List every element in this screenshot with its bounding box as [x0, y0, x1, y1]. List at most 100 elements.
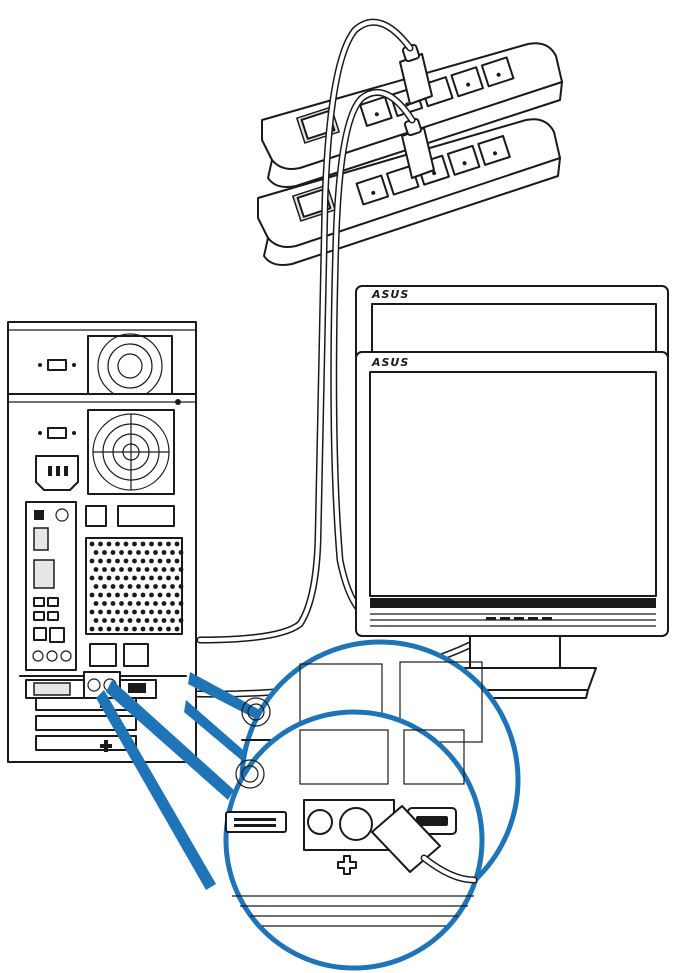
vent-hole: [140, 592, 146, 598]
power-cable-computer: [196, 18, 414, 644]
monitor-back-logo: ASUS: [371, 288, 409, 301]
vent-hole: [123, 541, 129, 547]
vent-hole: [157, 575, 163, 581]
vent-hole: [153, 584, 158, 589]
vent-hole: [102, 618, 107, 623]
vent-hole: [132, 575, 137, 581]
vent-hole: [102, 584, 107, 589]
vent-hole: [140, 558, 146, 564]
vent-hole: [178, 567, 184, 572]
vent-hole: [166, 609, 171, 615]
vent-hole: [136, 618, 141, 623]
vent-hole: [157, 558, 163, 564]
vent-hole: [149, 541, 154, 547]
vent-hole: [127, 601, 133, 606]
power-strip-back: [261, 42, 563, 188]
vent-hole: [136, 567, 141, 572]
vent-hole: [132, 592, 137, 598]
vent-hole: [136, 584, 141, 589]
vent-hole: [170, 601, 175, 606]
vent-hole: [140, 609, 146, 615]
monitor-cable-plug: [371, 805, 478, 884]
vent-hole: [119, 550, 124, 555]
vent-hole: [106, 575, 112, 581]
vent-hole: [106, 609, 112, 615]
vent-hole: [115, 626, 120, 632]
vent-hole: [166, 558, 171, 564]
psu-switch: [38, 427, 76, 439]
vent-hole: [157, 609, 163, 615]
zoom-callout-front: [96, 680, 485, 971]
vent-hole: [144, 618, 150, 623]
vent-hole: [98, 592, 103, 598]
zoom-detail: [225, 729, 474, 927]
vent-hole: [170, 550, 175, 555]
vent-hole: [136, 601, 141, 606]
vent-hole: [89, 575, 95, 581]
vent-hole: [153, 618, 158, 623]
vent-hole: [89, 609, 95, 615]
vent-hole: [140, 541, 146, 547]
vent-hole: [144, 584, 150, 589]
vent-hole: [102, 601, 107, 606]
vent-hole: [110, 601, 116, 606]
vent-hole: [123, 575, 129, 581]
vent-hole: [178, 584, 184, 589]
vent-hole: [153, 567, 158, 572]
vent-hole: [89, 592, 95, 598]
vent-hole: [132, 626, 137, 632]
vent-hole: [140, 626, 146, 632]
vent-hole: [178, 550, 184, 555]
vent-hole: [149, 609, 154, 615]
vent-hole: [106, 558, 112, 564]
vent-hole: [170, 584, 175, 589]
vent-hole: [161, 584, 167, 589]
vent-hole: [93, 567, 99, 572]
vent-hole: [98, 609, 103, 615]
vent-hole: [119, 584, 124, 589]
vent-hole: [98, 626, 103, 632]
vent-hole: [161, 567, 167, 572]
vent-hole: [170, 567, 175, 572]
vent-hole: [89, 626, 95, 632]
vent-hole: [166, 592, 171, 598]
vent-hole: [149, 626, 154, 632]
vent-hole: [140, 575, 146, 581]
vent-hole: [174, 541, 180, 547]
vent-hole: [157, 541, 163, 547]
vent-hole: [132, 609, 137, 615]
vent-hole: [149, 592, 154, 598]
vent-hole: [119, 618, 124, 623]
vent-hole: [102, 567, 107, 572]
vent-hole: [161, 550, 167, 555]
io-panel: [25, 501, 77, 671]
vent-hole: [144, 550, 150, 555]
vent-hole: [98, 575, 103, 581]
vent-hole: [127, 567, 133, 572]
psu-fan-back: [87, 333, 173, 399]
vent-hole: [119, 601, 124, 606]
vent-hole: [110, 550, 116, 555]
vent-hole: [115, 575, 120, 581]
monitor-front-logo: ASUS: [371, 356, 409, 369]
vent-hole: [127, 584, 133, 589]
vent-hole: [93, 618, 99, 623]
vent-hole: [115, 609, 120, 615]
vent-grille: [85, 537, 184, 635]
psu-switch-back: [38, 359, 76, 371]
vent-hole: [174, 592, 180, 598]
vent-hole: [115, 592, 120, 598]
vent-hole: [119, 567, 124, 572]
vent-hole: [93, 584, 99, 589]
vent-hole: [157, 592, 163, 598]
vent-hole: [144, 601, 150, 606]
power-plug-front: [401, 117, 435, 179]
vent-hole: [115, 541, 120, 547]
vent-hole: [110, 584, 116, 589]
vent-hole: [89, 558, 95, 564]
vent-hole: [174, 626, 180, 632]
vent-hole: [127, 550, 133, 555]
vent-hole: [153, 550, 158, 555]
